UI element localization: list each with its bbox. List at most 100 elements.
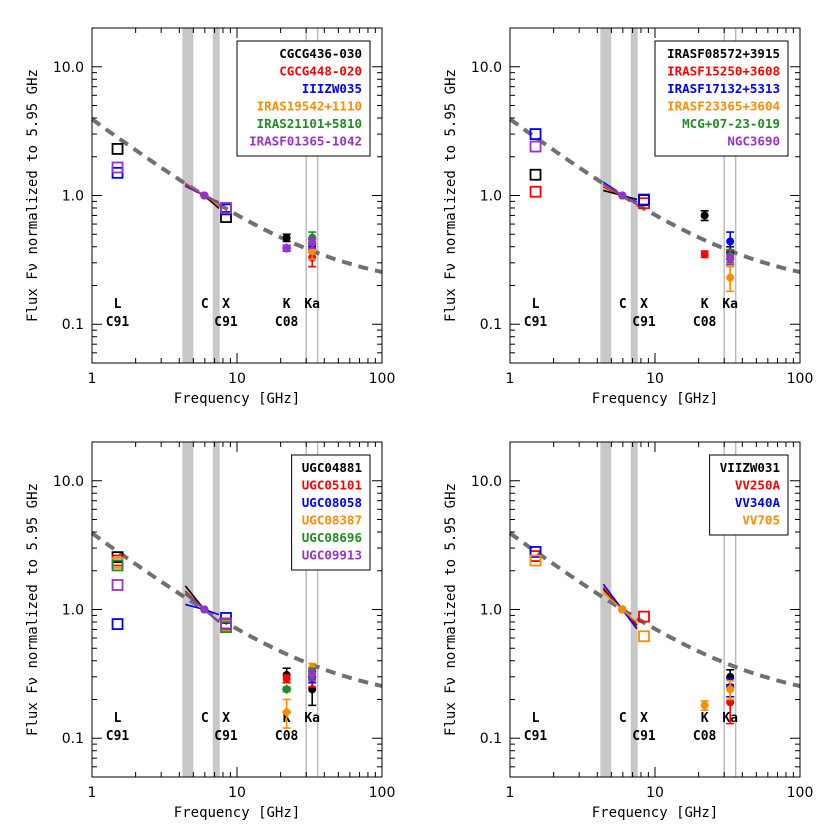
c-band-shade: [182, 442, 194, 777]
y-tick-label: 10.0: [53, 474, 84, 490]
series-6: [111, 579, 317, 682]
series-4: [529, 554, 735, 712]
ka-point: [726, 255, 735, 264]
band-label: L: [532, 711, 540, 726]
k-point: [700, 701, 709, 710]
band-label: K: [701, 297, 709, 312]
c-band-shade: [182, 28, 194, 363]
x-axis-label: Frequency [GHz]: [592, 391, 718, 407]
legend-entry: CGCG436-030: [279, 46, 362, 61]
legend-entry: IRASF08572+3915: [667, 46, 780, 61]
model-curve: [90, 117, 383, 274]
k-point: [281, 684, 292, 695]
ka-point: [726, 237, 735, 246]
x-axis-label: Frequency [GHz]: [174, 391, 300, 407]
x-tick-label: 100: [369, 371, 396, 387]
slope-segment: [602, 592, 623, 611]
x-tick-label: 10: [646, 785, 664, 801]
ka-point: [308, 670, 317, 679]
band-label: L: [532, 297, 540, 312]
x-band-shade: [212, 442, 220, 777]
series-6: [529, 140, 735, 266]
band-ref-label: C91: [106, 729, 130, 744]
literature-square: [638, 610, 650, 623]
literature-square: [220, 211, 232, 223]
literature-square: [111, 161, 124, 174]
y-tick-label: 0.1: [480, 731, 502, 747]
legend-entry: IRASF17132+5313: [667, 81, 780, 96]
ka-point: [726, 273, 735, 282]
band-label: Ka: [304, 711, 320, 726]
legend-entry: UGC05101: [302, 478, 362, 493]
model-curve: [90, 531, 383, 688]
band-ref-label: C91: [214, 729, 238, 744]
band-label: X: [640, 711, 648, 726]
y-tick-label: 0.1: [62, 317, 84, 333]
y-axis-label: Flux Fν normalized to 5.95 GHz: [25, 69, 41, 322]
legend-entry: IIIZW035: [302, 81, 362, 96]
x-tick-label: 10: [228, 785, 246, 801]
x-band-shade: [630, 442, 638, 777]
model-curve: [508, 531, 801, 688]
band-label: L: [114, 297, 122, 312]
legend-box: [709, 454, 789, 536]
x-axis-label: Frequency [GHz]: [592, 805, 718, 821]
literature-square: [638, 193, 650, 206]
band-ref-label: C08: [693, 315, 717, 330]
legend-entry: NGC3690: [727, 134, 780, 149]
band-ref-label: C91: [632, 729, 656, 744]
legend-entry: VIIZW031: [720, 460, 780, 475]
band-ref-label: C08: [275, 315, 299, 330]
x-tick-label: 1: [88, 785, 97, 801]
ka-point: [726, 685, 735, 694]
legend-entry: VV250A: [735, 478, 781, 493]
x-tick-label: 10: [646, 371, 664, 387]
band-label: C: [619, 711, 627, 726]
k-point: [281, 706, 292, 717]
y-axis-label: Flux Fν normalized to 5.95 GHz: [25, 483, 41, 736]
legend-entry: IRAS21101+5810: [257, 116, 362, 131]
legend-entry: MCG+07-23-019: [682, 116, 780, 131]
legend-box: [291, 454, 371, 571]
x-axis-label: Frequency [GHz]: [174, 805, 300, 821]
y-tick-label: 1.0: [480, 603, 502, 619]
norm-point: [618, 605, 627, 614]
literature-square: [111, 559, 124, 572]
legend-entry: VV340A: [735, 495, 781, 510]
band-label: K: [701, 711, 709, 726]
literature-square: [638, 630, 650, 643]
legend-entry: UGC08387: [302, 513, 362, 528]
ka-point: [308, 247, 317, 256]
legend-entry: IRAS19542+1110: [257, 99, 362, 114]
y-tick-label: 0.1: [62, 731, 84, 747]
band-ref-label: C91: [106, 315, 130, 330]
band-label: C: [201, 711, 209, 726]
x-tick-label: 100: [787, 371, 814, 387]
y-tick-label: 1.0: [62, 603, 84, 619]
c-band-shade: [600, 28, 612, 363]
band-label: X: [222, 711, 230, 726]
k-point: [282, 233, 291, 242]
band-ref-label: C91: [214, 315, 238, 330]
literature-square: [529, 168, 542, 181]
slope-segment: [184, 593, 205, 611]
y-tick-label: 10.0: [53, 60, 84, 76]
literature-square: [529, 140, 542, 153]
literature-square: [529, 546, 542, 558]
y-axis-label: Flux Fν normalized to 5.95 GHz: [443, 483, 459, 736]
y-tick-label: 1.0: [62, 189, 84, 205]
band-label: K: [283, 297, 291, 312]
band-label: X: [640, 297, 648, 312]
x-tick-label: 1: [506, 785, 515, 801]
band-label: X: [222, 297, 230, 312]
literature-square: [111, 579, 124, 591]
band-label: C: [201, 297, 209, 312]
x-tick-label: 1: [88, 371, 97, 387]
legend-entry: CGCG448-020: [279, 64, 362, 79]
literature-square: [529, 185, 542, 198]
ka-point: [726, 698, 735, 707]
